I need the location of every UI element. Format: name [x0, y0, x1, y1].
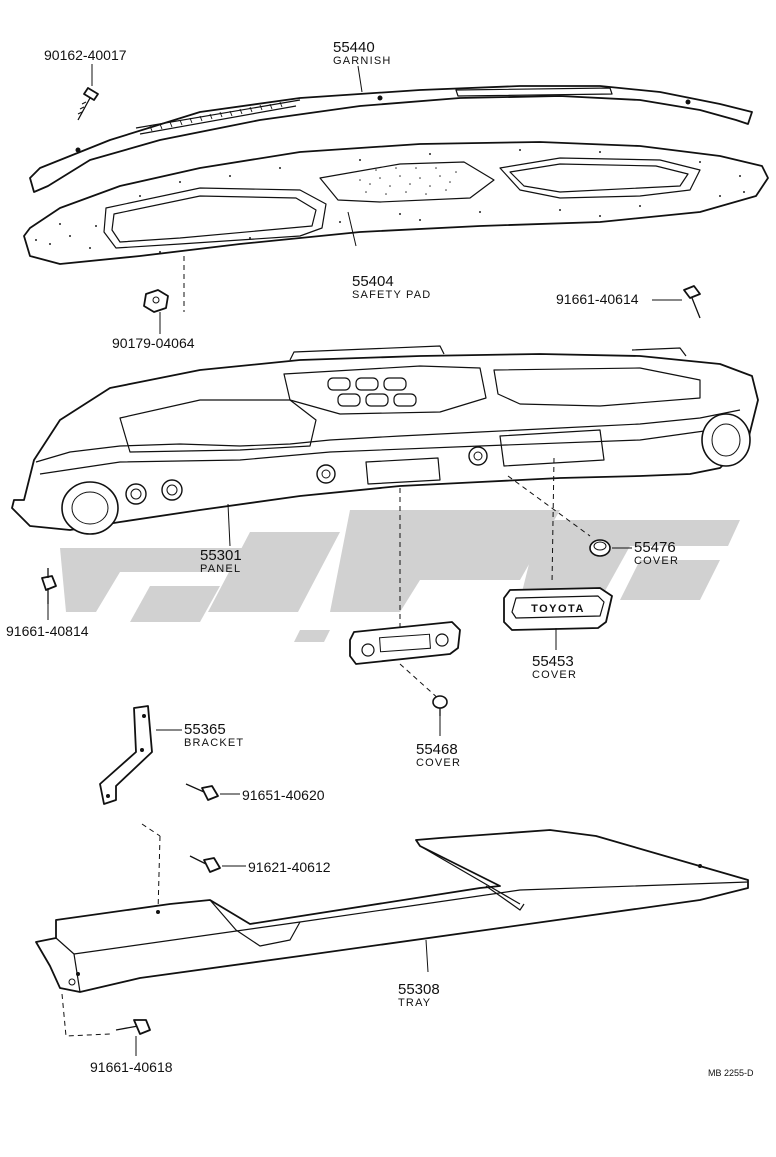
- label-55476-number: 55476: [634, 539, 676, 556]
- label-55440-number: 55440: [333, 39, 375, 56]
- safety-pad-part: [23, 141, 769, 265]
- label-90179-04064: 90179-04064: [112, 335, 195, 351]
- bracket-part: [99, 705, 153, 805]
- cover-small-icon: [589, 539, 611, 557]
- label-55440-desc: GARNISH: [333, 55, 392, 67]
- cover-emblem-part: [503, 587, 613, 631]
- label-55365-number: 55365: [184, 721, 226, 738]
- label-55468-number: 55468: [416, 741, 458, 758]
- watermark-logo: [60, 510, 740, 642]
- emblem-text: TOYOTA: [531, 603, 585, 615]
- label-55468-desc: COVER: [416, 757, 461, 769]
- label-55404-number: 55404: [352, 273, 394, 290]
- label-55301-number: 55301: [200, 547, 242, 564]
- label-90162-40017: 90162-40017: [44, 47, 127, 63]
- bolt-bracket-icon: [185, 783, 219, 801]
- clip-icon: [143, 289, 169, 313]
- cover-plate-part: [349, 621, 461, 665]
- label-55308-number: 55308: [398, 981, 440, 998]
- label-91651-40620: 91651-40620: [242, 787, 325, 803]
- bolt-right-icon: [683, 285, 701, 319]
- label-55308-desc: TRAY: [398, 997, 431, 1009]
- label-91661-40618: 91661-40618: [90, 1059, 173, 1075]
- label-55365-desc: BRACKET: [184, 737, 244, 749]
- label-55453-desc: COVER: [532, 669, 577, 681]
- label-91621-40612: 91621-40612: [248, 859, 331, 875]
- screw-top-icon: [77, 87, 99, 121]
- bolt-left-icon: [41, 568, 57, 604]
- label-55301-desc: PANEL: [200, 563, 241, 575]
- cover-plug-icon: [432, 695, 448, 716]
- label-91661-40814: 91661-40814: [6, 623, 89, 639]
- bolt-bottom-icon: [115, 1019, 151, 1035]
- label-55476-desc: COVER: [634, 555, 679, 567]
- diagram-reference: MB 2255-D: [708, 1068, 754, 1078]
- garnish-part: [29, 85, 753, 193]
- part-labels: 55440 GARNISH 90162-40017 55404 SAFETY P…: [6, 39, 754, 1078]
- label-91661-40614: 91661-40614: [556, 291, 639, 307]
- label-55404-desc: SAFETY PAD: [352, 289, 431, 301]
- label-55453-number: 55453: [532, 653, 574, 670]
- tray-part: [35, 829, 749, 993]
- panel-part: [11, 345, 759, 535]
- bolt-tray-icon: [189, 855, 221, 873]
